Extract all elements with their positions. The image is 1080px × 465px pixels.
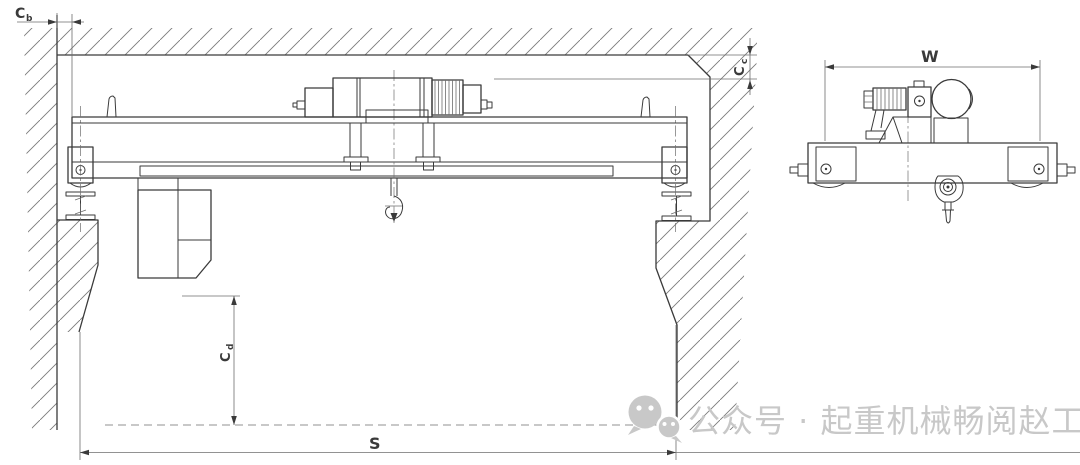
side-left-wheel-center (824, 167, 828, 171)
hoist-drum (332, 77, 433, 118)
wheel-arcs (812, 182, 1044, 188)
building-structure (24, 15, 757, 430)
left-shaft-cap (292, 102, 298, 108)
side-right-wheel-block (1007, 146, 1049, 182)
drum-pedestal (933, 117, 969, 144)
side-left-wheel-block (815, 146, 857, 182)
end-carriage-beam (807, 142, 1058, 184)
watermark: 公众号 · 起重机械畅阅赵工 (628, 395, 1080, 443)
side-right-wheel-center (1037, 167, 1041, 171)
motor-cooling-fins (434, 80, 460, 115)
hoist-motor-finned (431, 79, 464, 116)
right-end-truck (661, 146, 688, 184)
motor-end-cap (462, 84, 482, 114)
a-frame-support (878, 116, 932, 144)
gearbox-shaft-center (918, 99, 921, 103)
right-wall-face-line (655, 54, 711, 430)
dimension-width: W (824, 47, 1041, 141)
motor-foot (865, 130, 886, 140)
ceiling-hatch (57, 28, 757, 430)
dimension-cc: C c (494, 38, 757, 95)
right-rail-pedestal (661, 191, 692, 221)
right-truck-saddle (663, 182, 686, 188)
cc-label-sub: c (740, 59, 750, 64)
girder-outline (71, 116, 688, 179)
left-wall-hatch (24, 28, 57, 430)
trolley-rail-plate (139, 165, 614, 177)
hook (385, 178, 404, 222)
side-view: W (789, 47, 1076, 224)
right-buffer (1056, 163, 1076, 177)
span-label: S (369, 434, 381, 453)
hoist-gear-block (304, 87, 334, 118)
dimension-cb: C b (15, 6, 84, 117)
cd-label: C (219, 352, 234, 362)
width-label: W (921, 47, 939, 66)
trolley-right-leg (415, 123, 441, 171)
gearbox-shaft (914, 95, 925, 107)
cd-label-sub: d (226, 344, 236, 350)
side-left-wheel (820, 163, 832, 175)
trolley-left-leg (343, 123, 369, 171)
right-end-stop-lug (640, 96, 651, 118)
trolley-saddle-frame (365, 109, 429, 124)
wechat-icon (628, 395, 682, 443)
cb-label: C (15, 6, 25, 22)
left-buffer (789, 163, 809, 177)
left-corbel-hatch (57, 220, 98, 332)
right-corbel-hatch (656, 221, 710, 430)
dimension-span: S (79, 325, 1080, 460)
side-hook-block (934, 175, 964, 224)
watermark-text: 公众号 · 起重机械畅阅赵工 (688, 402, 1080, 440)
rope-guide-notch (968, 88, 973, 110)
left-shaft-stub (296, 100, 306, 110)
side-hoist-machinery (863, 78, 973, 204)
right-shaft-cap (486, 101, 493, 109)
drum-cap-lines (356, 78, 425, 117)
cc-label: C (733, 66, 748, 76)
dimension-cd: C d (182, 295, 240, 425)
cb-label-sub: b (26, 14, 33, 24)
left-end-stop-lug (106, 95, 117, 118)
control-box (137, 178, 212, 279)
hoist-trolley (137, 70, 493, 279)
side-motor-cap (863, 90, 874, 109)
right-shaft-stub (480, 99, 488, 110)
side-right-wheel (1033, 163, 1045, 175)
rope-guide-housing (931, 78, 972, 120)
gearbox-top-plug (913, 80, 925, 88)
